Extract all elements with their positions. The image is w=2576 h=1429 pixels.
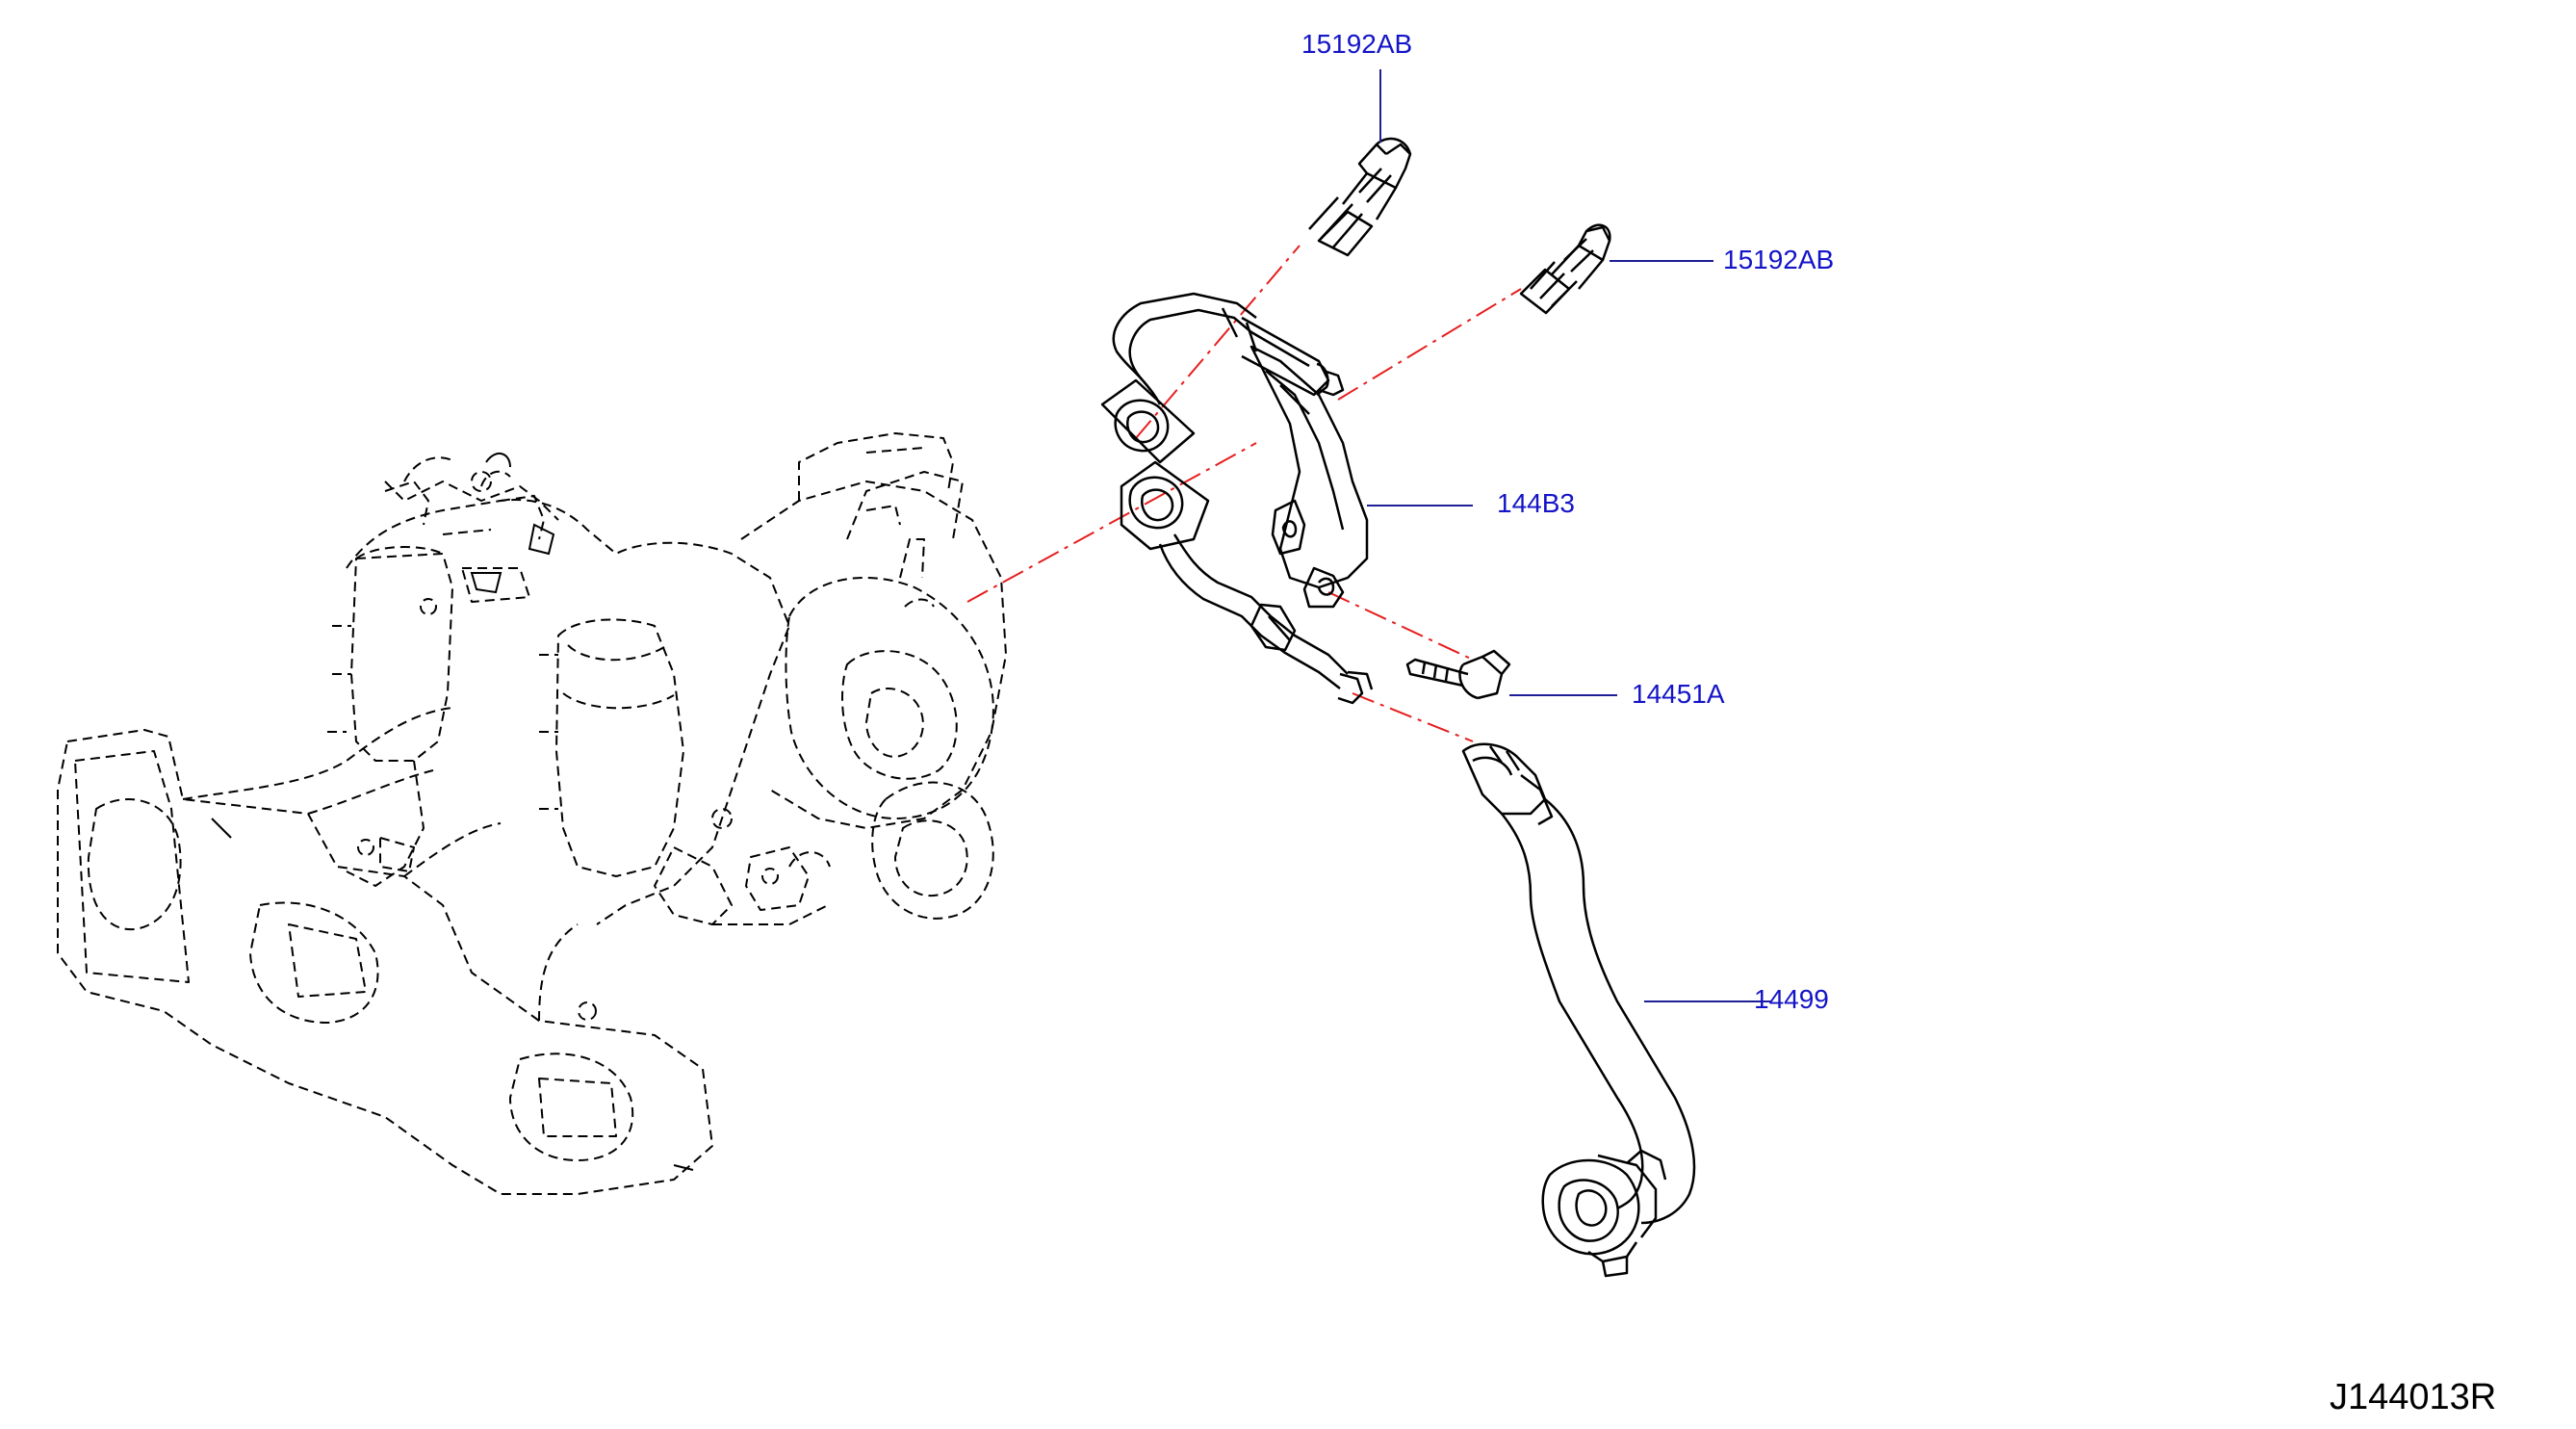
eye-bolt-top (1308, 137, 1412, 257)
oil-tube-144b3 (1100, 292, 1374, 705)
callout-15192ab-right: 15192AB (1723, 245, 1835, 274)
engine-turbo-phantom (57, 432, 1007, 1195)
leader-lines (1367, 69, 1771, 1002)
diagram-code: J144013R (2330, 1377, 2497, 1417)
engine-solid-details (211, 453, 694, 1171)
bolt-14451a (1405, 649, 1511, 700)
callout-14451a: 14451A (1632, 679, 1725, 709)
callout-144b3: 144B3 (1497, 488, 1575, 518)
eye-bolt-right (1519, 223, 1611, 315)
oil-return-hose-14499 (1461, 742, 1696, 1278)
callout-15192ab-top: 15192AB (1301, 29, 1413, 59)
callout-14499: 14499 (1754, 984, 1829, 1014)
